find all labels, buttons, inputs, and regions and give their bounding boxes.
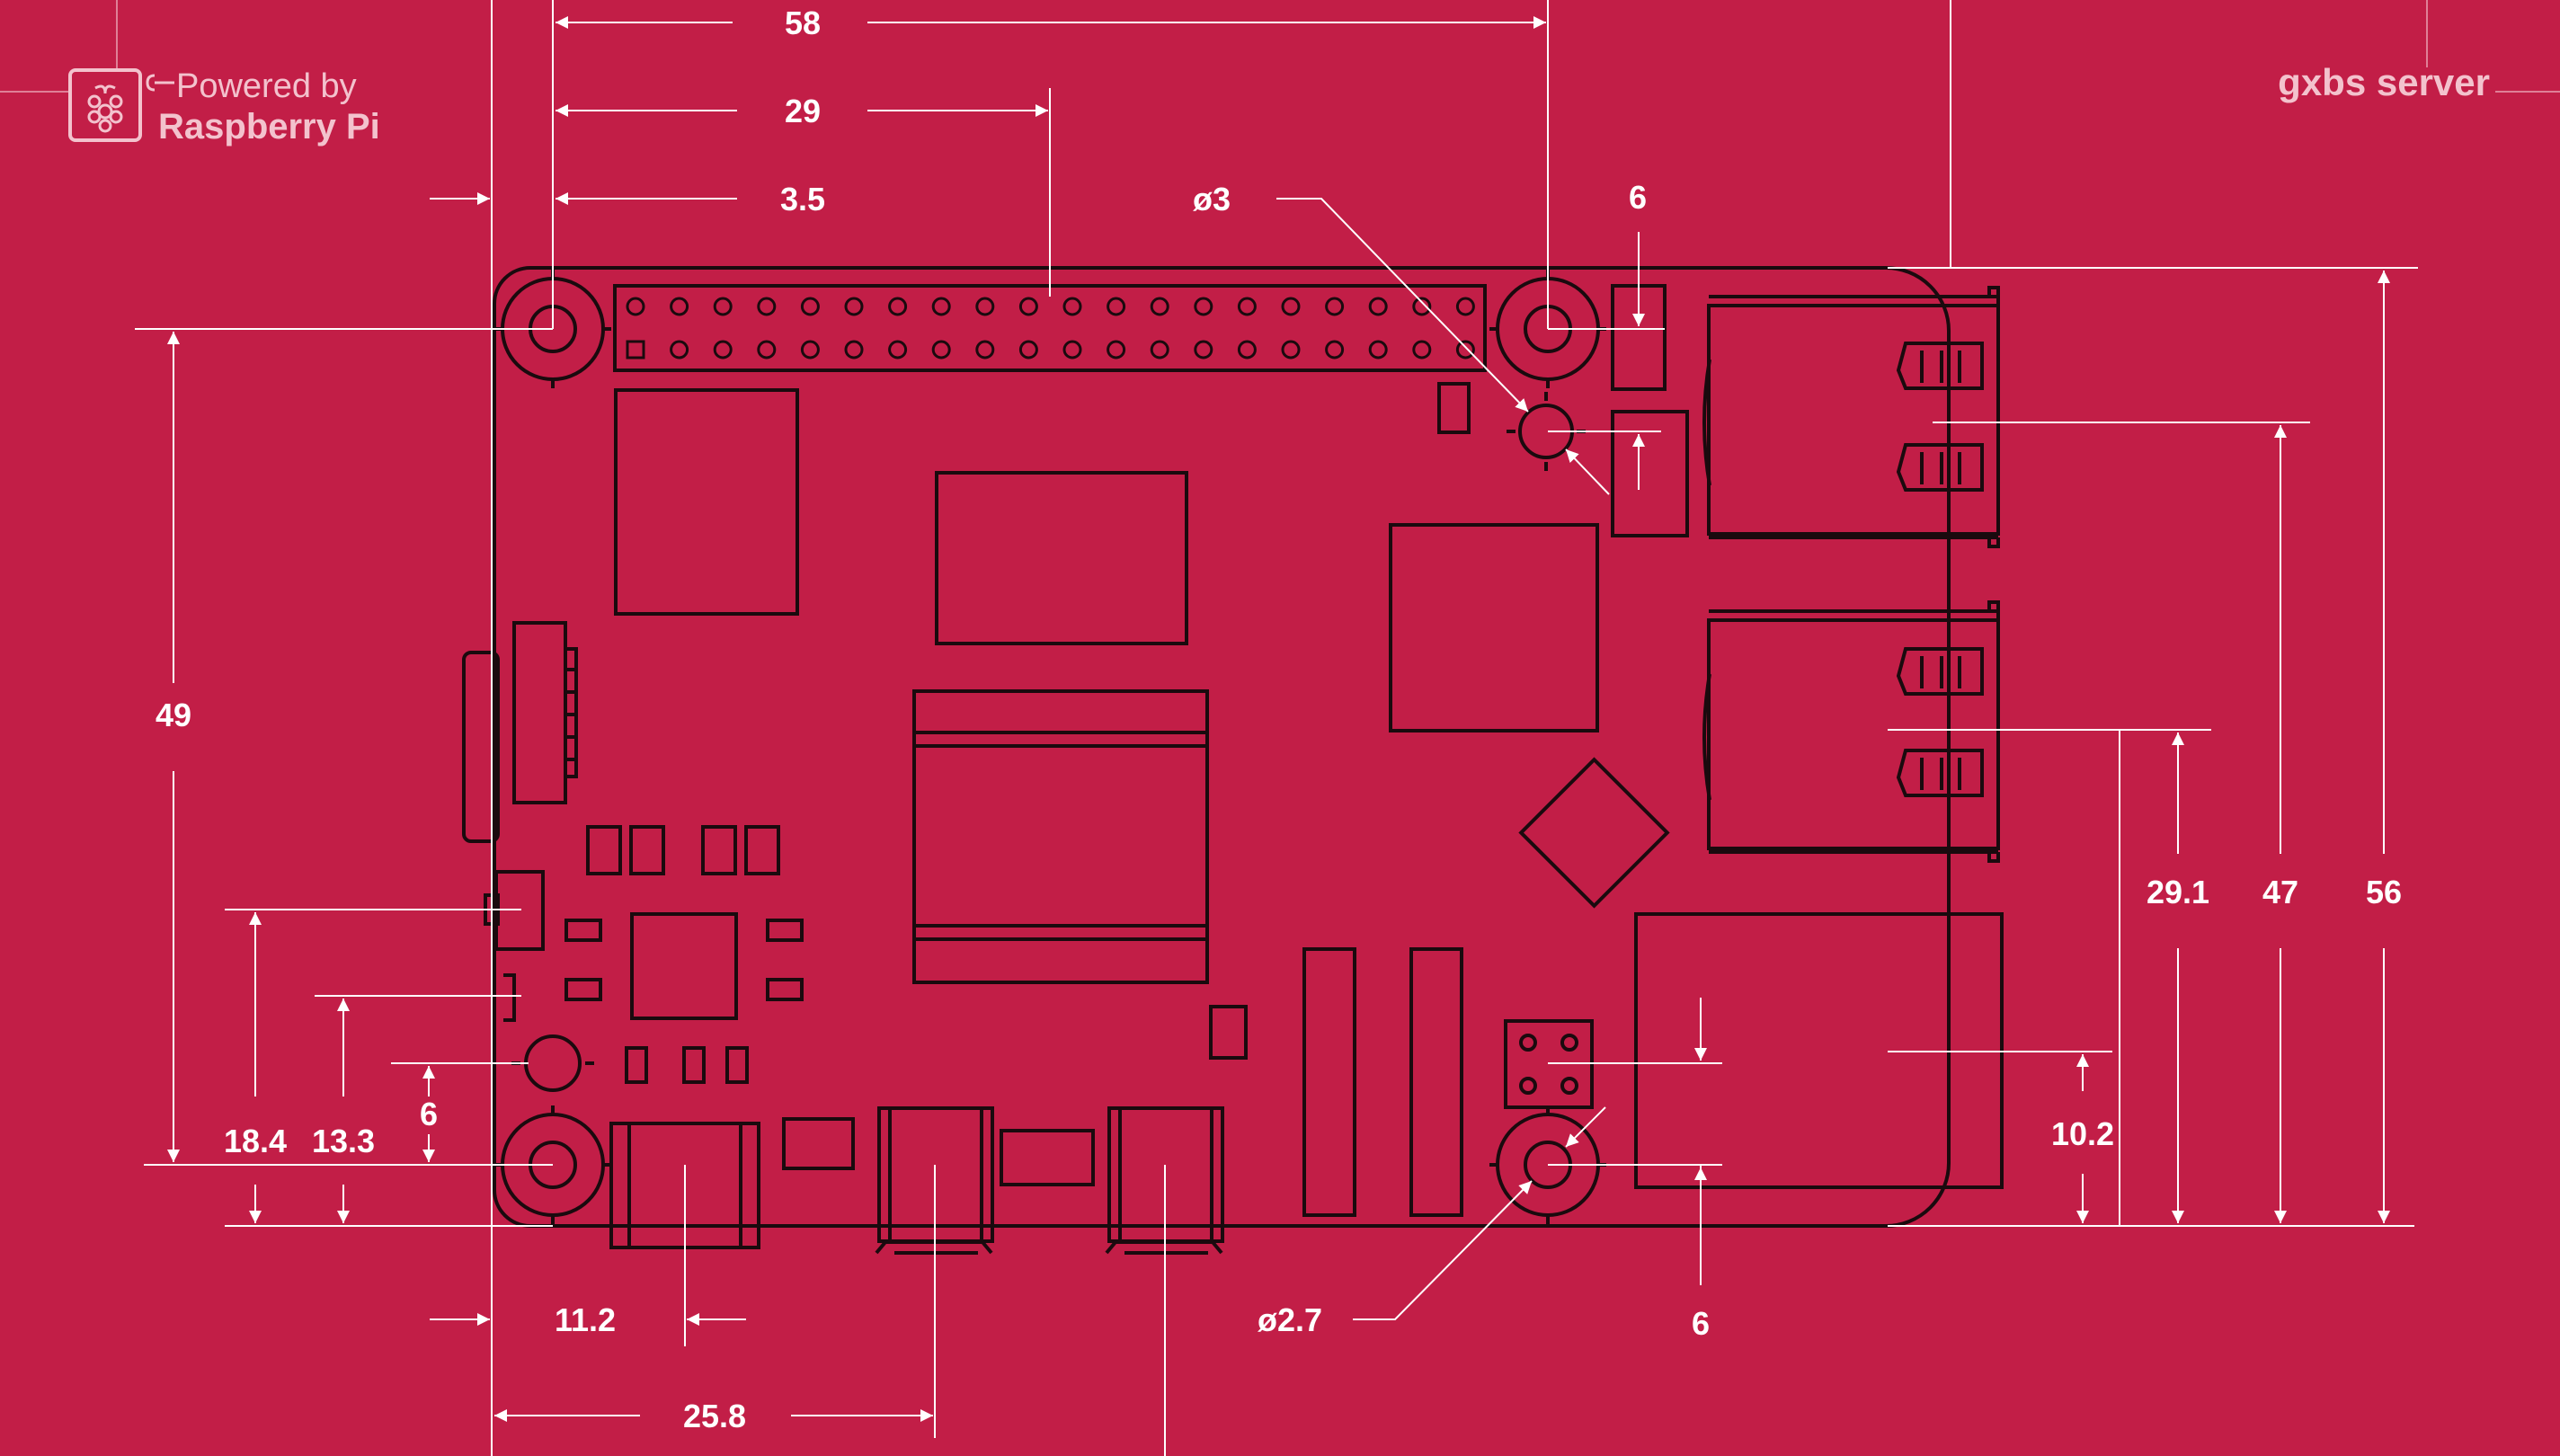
soc-heatspreader — [912, 689, 1209, 984]
dimension-lines — [135, 0, 2418, 1456]
gpio-pin — [626, 297, 645, 316]
usb-port-stack-top — [1702, 286, 2000, 548]
gpio-pins — [626, 297, 1475, 360]
small-chip — [630, 912, 738, 1020]
gpio-pin — [1150, 340, 1169, 360]
dim-label-13-3: 13.3 — [312, 1123, 375, 1159]
gpio-pin — [800, 340, 820, 360]
dim-label-29: 29 — [785, 93, 821, 129]
dimension-labels: 58 29 3.5 ø3 6 49 56 47 29.1 10.2 18.4 1… — [156, 4, 2402, 1434]
usb-port-stack-bottom — [1702, 600, 2000, 863]
gpio-pin — [931, 340, 951, 360]
raspberry-pi-logo-icon — [0, 0, 174, 142]
fan-header — [782, 1117, 855, 1170]
ribbon-display — [1302, 947, 1356, 1217]
gpio-pin — [713, 297, 733, 316]
branding-powered-by: Powered by Raspberry Pi — [0, 0, 380, 146]
usb-controller-chip — [1389, 523, 1599, 732]
server-title-group: gxbs server — [2278, 0, 2560, 103]
small-component-a — [1437, 382, 1471, 434]
gpio-pin — [757, 340, 777, 360]
ribbon-camera — [1409, 947, 1463, 1217]
gpio-pin — [1368, 340, 1388, 360]
gpio-pin — [1281, 297, 1301, 316]
gpio-pin — [713, 340, 733, 360]
gpio-pin — [975, 297, 995, 316]
dim-label-6-left: 6 — [420, 1096, 438, 1132]
dim-label-hole-2-7: ø2.7 — [1258, 1301, 1322, 1338]
dim-label-hole-3: ø3 — [1193, 181, 1231, 218]
small-component-b — [1209, 1005, 1248, 1060]
rtc-battery-connector — [1000, 1129, 1095, 1186]
ethernet-chip — [1518, 757, 1670, 909]
gpio-pin — [757, 297, 777, 316]
poe-header-bottom — [1611, 410, 1689, 537]
gpio-pin — [844, 340, 864, 360]
gpio-pin — [1194, 340, 1213, 360]
gpio-pin — [1062, 297, 1082, 316]
gpio-pin — [975, 340, 995, 360]
gpio-pin — [800, 297, 820, 316]
gpio-pin — [626, 340, 645, 360]
board — [462, 266, 2004, 1255]
dim-label-10-2: 10.2 — [2051, 1115, 2114, 1152]
dim-label-11-2: 11.2 — [555, 1301, 616, 1338]
sd-card-slot — [462, 651, 500, 843]
ram-chip — [935, 471, 1188, 645]
dim-label-25-8: 25.8 — [683, 1398, 746, 1434]
dim-label-6-top: 6 — [1629, 179, 1647, 216]
gpio-pin — [931, 297, 951, 316]
gpio-pin — [1325, 297, 1345, 316]
gpio-pin — [1281, 340, 1301, 360]
raspberry-pi-label: Raspberry Pi — [158, 107, 380, 146]
gpio-pin — [1237, 340, 1257, 360]
gpio-pin — [888, 340, 908, 360]
gpio-pin — [888, 297, 908, 316]
gpio-pin — [1412, 297, 1432, 316]
powered-by-label: Powered by — [176, 67, 357, 105]
gpio-pin — [1107, 340, 1126, 360]
display-connector — [512, 621, 567, 804]
dim-label-29-1: 29.1 — [2147, 874, 2209, 910]
gpio-pin — [1150, 297, 1169, 316]
gpio-header — [613, 284, 1487, 372]
gpio-pin — [670, 340, 689, 360]
gpio-pin — [1412, 340, 1432, 360]
dim-label-18-4: 18.4 — [224, 1123, 287, 1159]
dim-label-56: 56 — [2366, 874, 2402, 910]
gpio-pin — [1018, 297, 1038, 316]
gpio-pin — [1107, 297, 1126, 316]
gpio-pin — [1455, 297, 1475, 316]
gpio-pin — [844, 297, 864, 316]
board-outline — [493, 266, 1951, 1228]
gpio-pin — [670, 297, 689, 316]
dim-label-6-bottom: 6 — [1692, 1305, 1710, 1342]
wifi-module — [614, 388, 799, 616]
dim-label-49: 49 — [156, 697, 191, 733]
dim-label-47: 47 — [2262, 874, 2298, 910]
gpio-pin — [1062, 340, 1082, 360]
dim-label-3-5: 3.5 — [780, 181, 825, 218]
gpio-pin — [1237, 297, 1257, 316]
gpio-pin — [1018, 340, 1038, 360]
gpio-pin — [1455, 340, 1475, 360]
dim-label-58: 58 — [785, 4, 821, 41]
gpio-pin — [1368, 297, 1388, 316]
gpio-pin — [1325, 340, 1345, 360]
gpio-pin — [1194, 297, 1213, 316]
server-title: gxbs server — [2278, 61, 2490, 103]
